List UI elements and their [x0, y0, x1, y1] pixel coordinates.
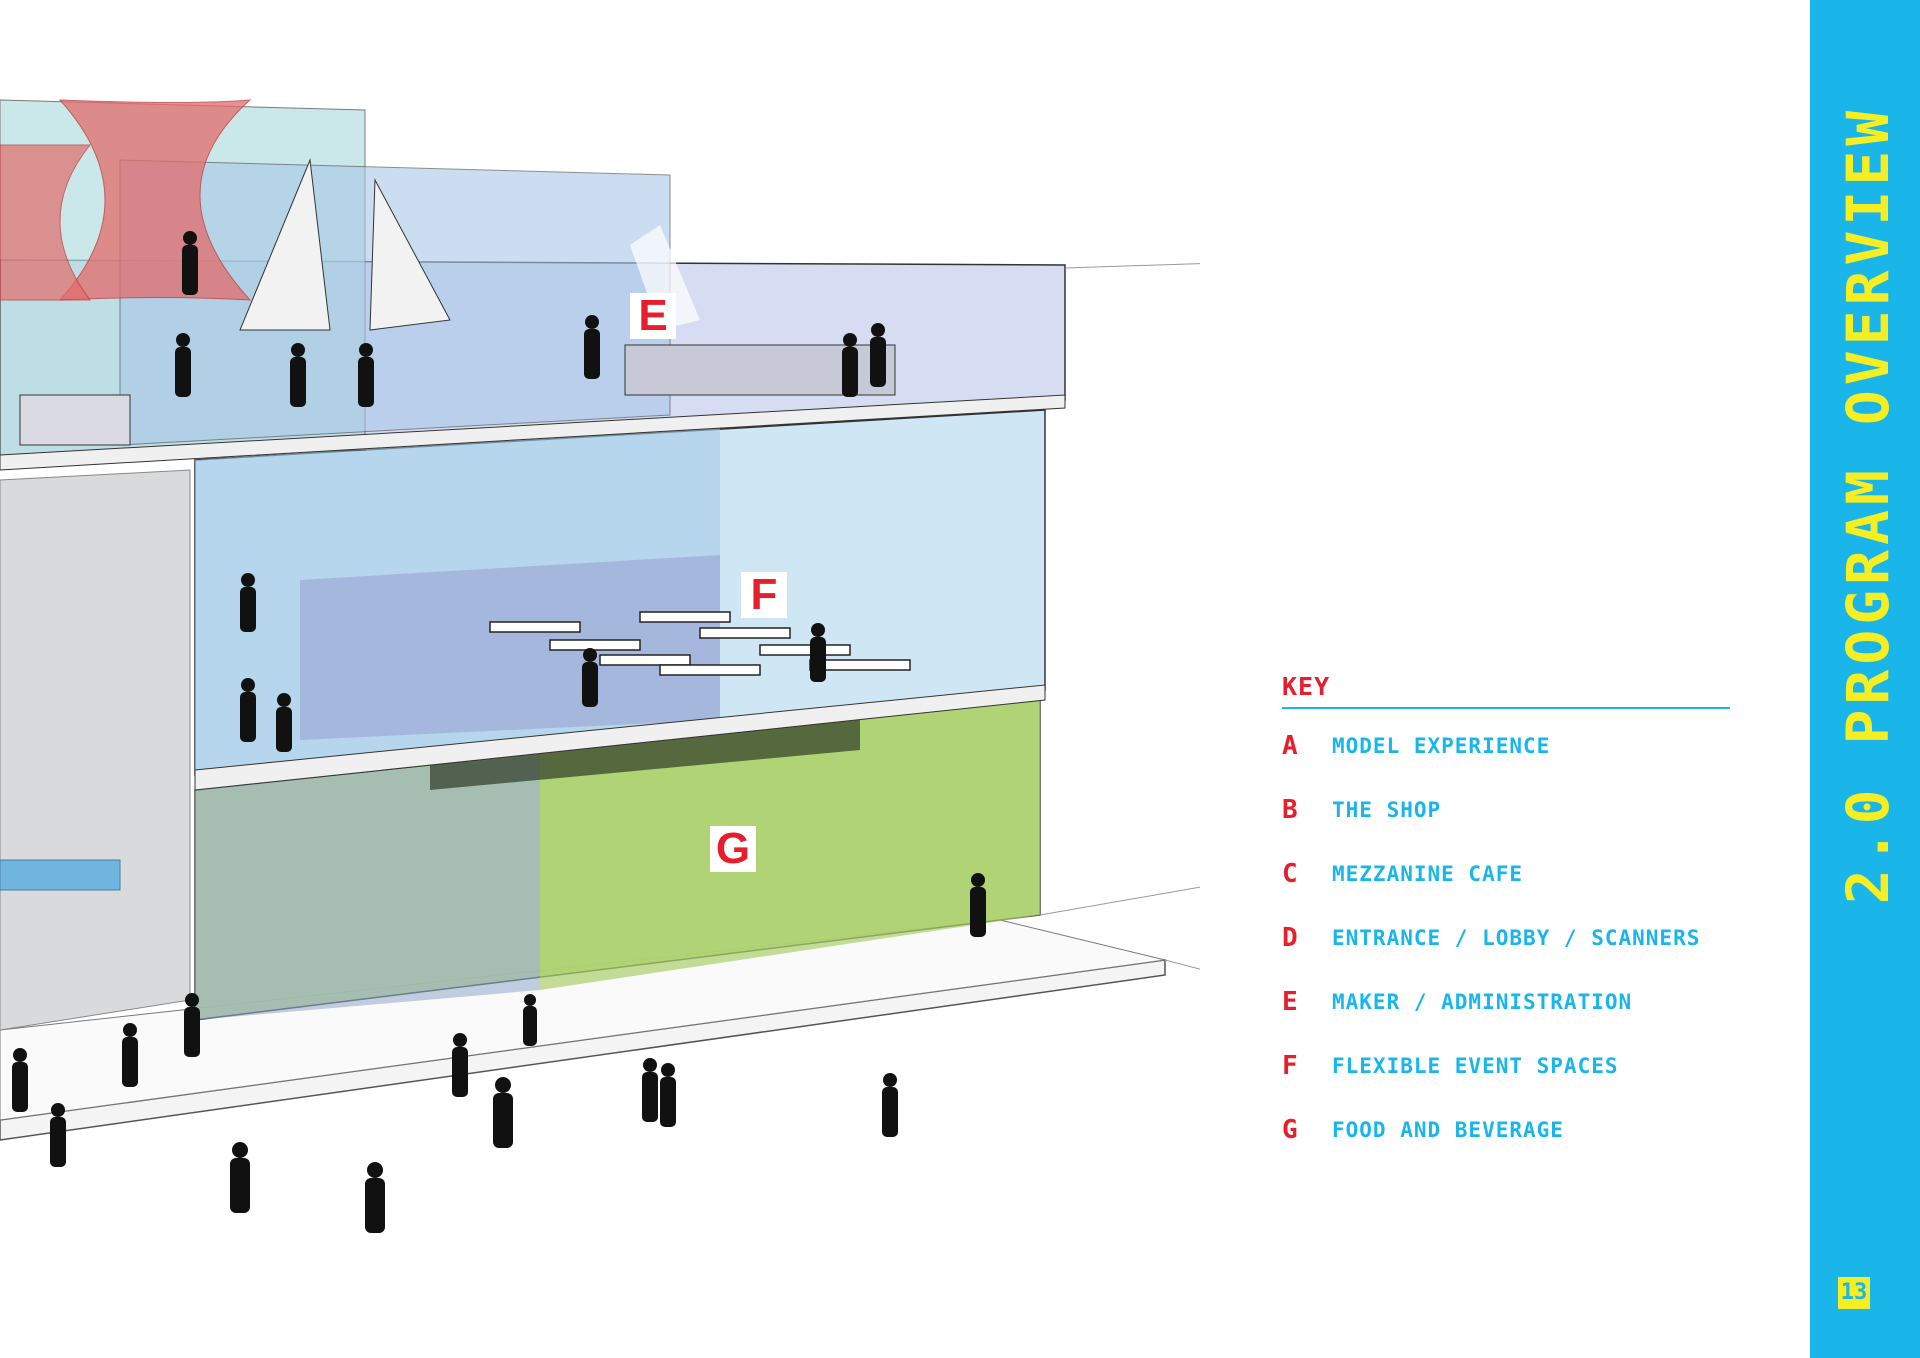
zone-tag-e: E [630, 293, 676, 339]
key-letter: B [1282, 795, 1298, 825]
key-item-g: G FOOD AND BEVERAGE [1282, 1115, 1730, 1179]
section-sidebar [1810, 0, 1920, 1358]
key-heading: KEY [1282, 672, 1730, 709]
key-letter: E [1282, 987, 1298, 1017]
key-label: MAKER / ADMINISTRATION [1332, 990, 1633, 1014]
key-label: MODEL EXPERIENCE [1332, 734, 1551, 758]
page-number: 13 [1838, 1277, 1870, 1309]
key-item-f: F FLEXIBLE EVENT SPACES [1282, 1051, 1730, 1115]
red-hyperboloid [58, 99, 252, 301]
key-label: ENTRANCE / LOBBY / SCANNERS [1332, 926, 1701, 950]
program-key: KEY A MODEL EXPERIENCE B THE SHOP C MEZZ… [1282, 672, 1730, 1179]
key-label: THE SHOP [1332, 798, 1442, 822]
section-title-wrap: 2.0 PROGRAM OVERVIEW [1818, 90, 1918, 920]
key-label: FOOD AND BEVERAGE [1332, 1118, 1564, 1142]
key-item-c: C MEZZANINE CAFE [1282, 859, 1730, 923]
zone-tag-g: G [710, 826, 756, 872]
key-item-d: D ENTRANCE / LOBBY / SCANNERS [1282, 923, 1730, 987]
zone-tag-f: F [741, 572, 787, 618]
sail-right [369, 178, 451, 331]
sail-left [239, 158, 331, 331]
left-facade [0, 469, 191, 1031]
key-item-a: A MODEL EXPERIENCE [1282, 731, 1730, 795]
key-item-e: E MAKER / ADMINISTRATION [1282, 987, 1730, 1051]
key-letter: A [1282, 731, 1298, 761]
key-label: MEZZANINE CAFE [1332, 862, 1524, 886]
building-section-illustration [0, 99, 1200, 1233]
key-letter: G [1282, 1115, 1298, 1145]
key-letter: C [1282, 859, 1298, 889]
people-silhouettes [12, 231, 986, 1233]
key-letter: F [1282, 1051, 1298, 1081]
section-title: 2.0 PROGRAM OVERVIEW [1834, 105, 1902, 905]
key-letter: D [1282, 923, 1298, 953]
key-item-b: B THE SHOP [1282, 795, 1730, 859]
key-list: A MODEL EXPERIENCE B THE SHOP C MEZZANIN… [1282, 731, 1730, 1179]
key-label: FLEXIBLE EVENT SPACES [1332, 1054, 1619, 1078]
